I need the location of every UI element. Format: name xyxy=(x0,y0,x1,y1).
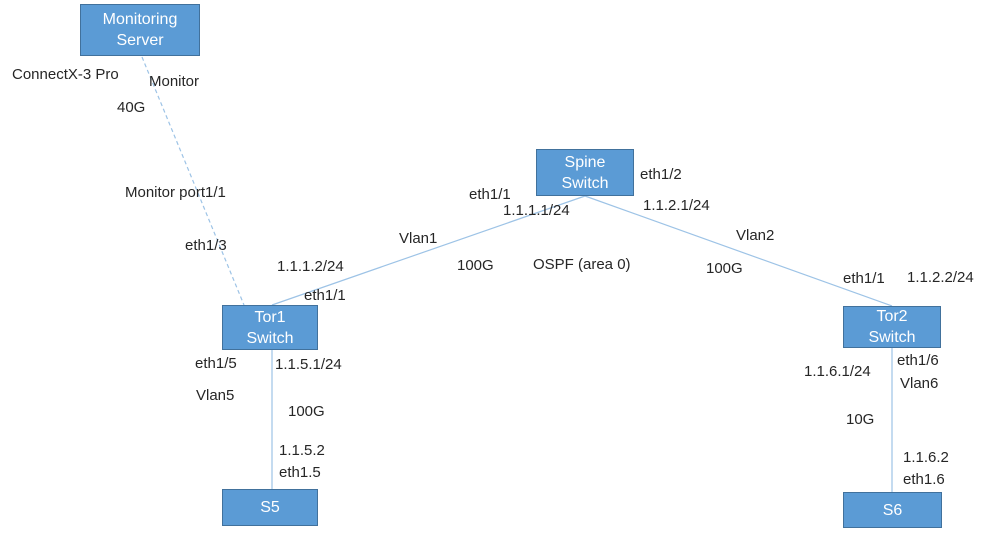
label-ip-1-1-6-2: 1.1.6.2 xyxy=(903,449,949,466)
label-spine-eth1-2: eth1/2 xyxy=(640,166,682,183)
node-tor2-switch-label: Tor2 xyxy=(876,308,908,325)
label-monitor: Monitor xyxy=(149,73,200,90)
label-vlan2: Vlan2 xyxy=(736,227,775,244)
label-40g: 40G xyxy=(117,99,146,116)
label-vlan6: Vlan6 xyxy=(900,375,939,392)
label-ip-1-1-1-2-24: 1.1.1.2/24 xyxy=(277,258,344,275)
node-monitoring-server-label: Monitoring xyxy=(102,11,178,28)
node-spine-switch-label: Spine xyxy=(564,153,606,171)
link-spine-to-tor2 xyxy=(584,195,893,307)
node-tor1-switch-label: Switch xyxy=(246,329,294,347)
node-spine-switch-label: Switch xyxy=(561,174,609,192)
label-100g-s5-link: 100G xyxy=(288,403,325,420)
label-monitor-port1-1: Monitor port1/1 xyxy=(125,184,226,201)
label-ip-1-1-2-1-24: 1.1.2.1/24 xyxy=(643,197,710,214)
label-tor1-eth1-5: eth1/5 xyxy=(195,355,237,372)
label-ip-1-1-5-1-24: 1.1.5.1/24 xyxy=(275,356,342,373)
link-tor1-to-spine xyxy=(271,195,586,306)
node-tor2-switch-label: Switch xyxy=(868,329,916,346)
label-100g-right-link: 100G xyxy=(706,260,743,277)
node-server-s5-label: S5 xyxy=(260,499,280,516)
node-server-s5: S5 xyxy=(222,489,318,526)
label-ip-1-1-5-2: 1.1.5.2 xyxy=(279,442,325,459)
node-tor1-switch-label: Tor1 xyxy=(254,308,286,326)
label-spine-eth1-1: eth1/1 xyxy=(469,186,511,203)
label-eth1-3: eth1/3 xyxy=(185,237,227,254)
label-connectx-3-pro: ConnectX-3 Pro xyxy=(12,66,119,83)
link-monitoring-to-tor1 xyxy=(141,56,245,306)
node-server-s6: S6 xyxy=(843,492,942,528)
label-ospf-area-0: OSPF (area 0) xyxy=(533,256,631,273)
label-vlan5: Vlan5 xyxy=(196,387,235,404)
label-tor2-eth1-6: eth1/6 xyxy=(897,352,939,369)
label-ip-1-1-1-1-24: 1.1.1.1/24 xyxy=(503,202,570,219)
label-ip-1-1-2-2-24: 1.1.2.2/24 xyxy=(907,269,974,286)
label-ip-1-1-6-1-24: 1.1.6.1/24 xyxy=(804,363,871,380)
label-vlan1: Vlan1 xyxy=(399,230,438,247)
label-s5-eth1-5: eth1.5 xyxy=(279,464,321,481)
label-tor2-eth1-1: eth1/1 xyxy=(843,270,885,287)
node-server-s6-label: S6 xyxy=(882,501,903,519)
node-monitoring-server-label: Server xyxy=(116,32,164,49)
label-tor1-eth1-1: eth1/1 xyxy=(304,287,346,304)
label-s6-eth1-6: eth1.6 xyxy=(903,471,945,488)
label-100g-left-link: 100G xyxy=(457,257,494,274)
label-10g: 10G xyxy=(846,411,875,428)
